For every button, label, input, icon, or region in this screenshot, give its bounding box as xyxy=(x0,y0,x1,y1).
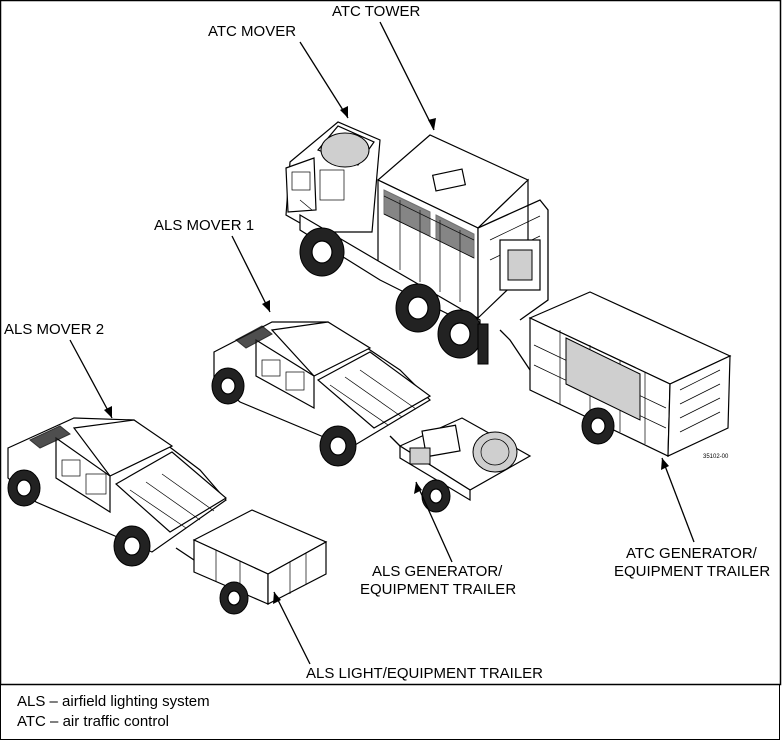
als-mover-1-illustration xyxy=(211,321,432,467)
label-atc-generator-trailer-line2: EQUIPMENT TRAILER xyxy=(614,563,770,580)
als-mover-2-illustration xyxy=(7,417,228,567)
figure-number: 35102-00 xyxy=(703,454,729,460)
label-atc-tower: ATC TOWER xyxy=(332,3,421,20)
arrowhead-als-mover-1 xyxy=(262,300,270,312)
label-als-mover-2: ALS MOVER 2 xyxy=(4,321,104,338)
atc-truck-illustration xyxy=(285,121,549,365)
arrowhead-atc-tower xyxy=(428,118,436,130)
label-als-generator-trailer-line2: EQUIPMENT TRAILER xyxy=(360,581,516,598)
arrowhead-atc-generator-trailer xyxy=(661,458,669,470)
arrowhead-als-mover-2 xyxy=(104,406,112,418)
leader-als-generator-trailer xyxy=(415,481,453,563)
legend-box: ALS – airfield lighting system ATC – air… xyxy=(0,684,780,740)
leader-als-mover-2 xyxy=(69,339,113,419)
leader-als-mover-1 xyxy=(231,235,271,313)
leader-atc-mover xyxy=(299,41,349,119)
legend-als: ALS – airfield lighting system xyxy=(17,693,210,710)
als-light-trailer-illustration xyxy=(175,509,328,615)
arrowhead-als-generator-trailer xyxy=(414,482,422,494)
label-als-mover-1: ALS MOVER 1 xyxy=(154,217,254,234)
arrowhead-atc-mover xyxy=(340,106,348,118)
arrowhead-als-light-trailer xyxy=(273,592,281,604)
label-als-generator-trailer-line1: ALS GENERATOR/ xyxy=(372,563,503,580)
leader-als-light-trailer xyxy=(273,591,311,665)
label-atc-generator-trailer-line1: ATC GENERATOR/ xyxy=(626,545,758,562)
label-atc-mover: ATC MOVER xyxy=(208,23,296,40)
als-generator-trailer-illustration xyxy=(389,417,532,513)
legend-atc: ATC – air traffic control xyxy=(17,713,169,730)
leader-atc-tower xyxy=(379,21,435,131)
leader-atc-generator-trailer xyxy=(661,457,695,543)
label-als-light-trailer: ALS LIGHT/EQUIPMENT TRAILER xyxy=(306,665,543,682)
atc-generator-trailer-illustration xyxy=(499,291,732,457)
